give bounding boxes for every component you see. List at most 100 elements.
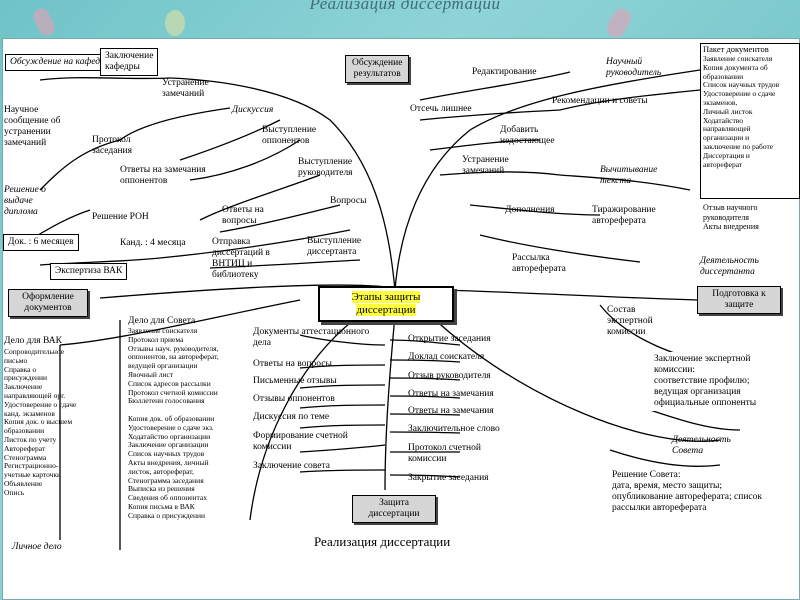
slide-title: Реализация диссертации [309, 0, 501, 13]
delo-vak-item: Объявление [4, 478, 43, 488]
paket-item: направляющей [703, 124, 751, 134]
delo-soveta-item: Протокол счетной комиссии [128, 387, 218, 397]
delo-vak-item: Листок по учету [4, 434, 57, 444]
defense-right-item: Отзыв руководителя [408, 371, 491, 381]
delo-soveta-item: Протокол приема [128, 334, 184, 344]
delo-soveta-item: Сведения об оппонентах [128, 493, 207, 503]
delo-soveta-item: Явочный лист [128, 369, 174, 379]
delo-vak-title: Дело для ВАК [4, 336, 62, 346]
footer-title: Реализация диссертации [314, 534, 451, 549]
node-reshenie-soveta: Решение Совета:дата, время, место защиты… [612, 470, 762, 513]
delo-soveta-item: Заявление соискателя [128, 326, 198, 335]
defense-left-item: Дискуссия по теме [253, 412, 330, 422]
delo-soveta-item: Ходатайство организации [128, 431, 211, 441]
defense-left-item: Письменные отзывы [253, 376, 337, 386]
delo-soveta-item: Список адресов рассылки [128, 378, 211, 388]
defense-left-item: Ответы на вопросы [253, 359, 332, 369]
delo-vak-item: Копия док. о высшем [4, 417, 73, 427]
paket-item: организации и [703, 133, 750, 143]
node-voprosy: Вопросы [330, 196, 367, 206]
paket-item: Список научных трудов [703, 80, 780, 90]
paket-item: Личный листок [703, 106, 753, 116]
delo-soveta-item: Отзывы науч. руководителя, [128, 343, 219, 353]
node-dopolneniya: Дополнения [505, 205, 555, 215]
delo-vak-item: Удостоверение о сдаче [4, 399, 77, 409]
delo-soveta-item: Заключение организации [128, 440, 209, 450]
delo-vak-item: Справка о [4, 364, 37, 374]
defense-left-item: Отзывы оппонентов [253, 394, 335, 404]
defense-right-item: Заключительное слово [408, 424, 500, 434]
delo-vak-item: учетные карточки [4, 470, 62, 480]
paket-item: Заявление соискателя [703, 54, 773, 63]
delo-vak-item: Опись [4, 487, 25, 497]
delo-soveta-item: Акты внедрения, личный [128, 457, 209, 467]
delo-vak-item: образовании [4, 426, 45, 436]
defense-left-item: Заключение совета [253, 461, 330, 471]
delo-soveta-item: Список научных трудов [128, 449, 205, 459]
defense-right-item: Ответы на замечания [408, 389, 494, 399]
delo-soveta-item: Копия письма в ВАК [128, 501, 195, 511]
node-reshenie-ron: Решение РОН [92, 212, 149, 222]
paket-item: автореферат [703, 159, 743, 169]
decor-shape [165, 10, 185, 36]
delo-soveta-item: Стенограмма заседания [128, 475, 204, 485]
delo-soveta-item: Выписка из решения [128, 484, 195, 494]
delo-vak-item: Стенограмма [4, 452, 47, 462]
paket-item: Ходатайство [703, 115, 743, 125]
node-diskussiya: Дискуссия [232, 105, 274, 115]
node-redaktirovanie: Редактирование [472, 67, 537, 77]
delo-soveta-item: оппонентов, на автореферат, [128, 352, 219, 362]
defense-right-item: Закрытие заседания [408, 473, 489, 483]
paket-item: Диссертация и [703, 150, 750, 160]
delo-vak-item: Автореферат [4, 443, 46, 453]
node-dok-6: Док. : 6 месяцев [3, 234, 79, 251]
paket-title: Пакет документов [703, 44, 769, 54]
delo-vak-item: канд. экзаменов [4, 408, 55, 418]
defense-right-item: Ответы на замечания [408, 406, 494, 416]
node-otsech: Отсечь лишнее [410, 104, 472, 114]
node-ekspertiza: Экспертиза ВАК [50, 263, 128, 280]
paket-item: экзаменов, [703, 97, 738, 107]
node-obsuzhdenie-kafedra: Обсуждение на кафедре [5, 54, 114, 71]
delo-soveta-item: Бюллетени голосования [128, 396, 205, 406]
defense-right-item: Открытие заседания [408, 334, 491, 344]
paket-item: образовании [703, 71, 744, 81]
paket-item: заключение по работе [703, 141, 774, 151]
delo-vak-item: Регистрационно- [4, 461, 59, 471]
node-lichnoe-delo: Личное дело [12, 542, 62, 552]
node-kand-4: Канд. : 4 месяца [120, 238, 186, 248]
delo-vak-item: письмо [4, 355, 28, 365]
delo-soveta-item: листок, автореферат, [128, 466, 194, 476]
delo-soveta-item: ведущей организации [128, 361, 198, 371]
